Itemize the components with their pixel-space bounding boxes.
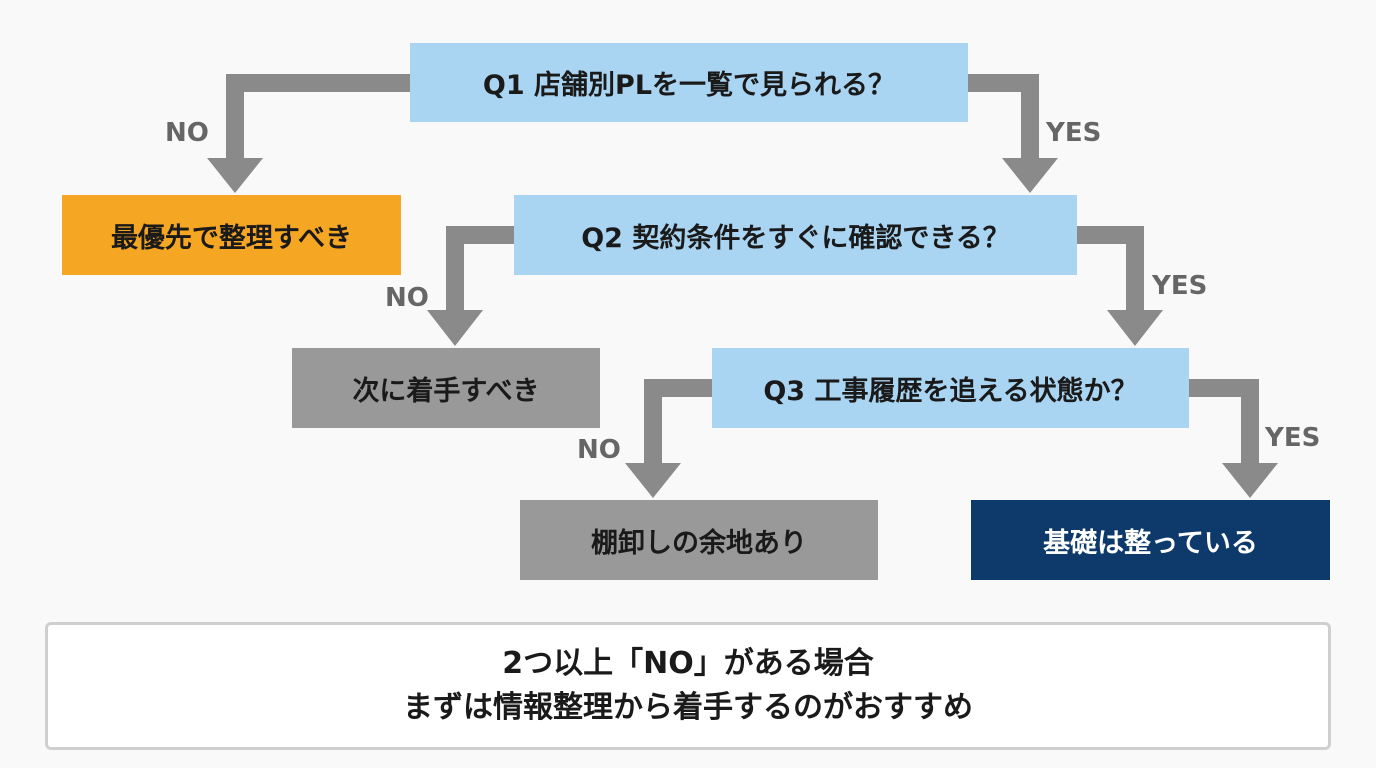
arrowhead-icon <box>1002 158 1058 193</box>
q2-no-connector <box>446 226 516 312</box>
yes-label: YES <box>1046 118 1102 148</box>
q2-yes-connector <box>1075 226 1144 312</box>
result-foundation-ready: 基礎は整っている <box>971 500 1330 580</box>
note-line-2: まずは情報整理から着手するのがおすすめ <box>403 690 973 725</box>
no-label: NO <box>165 118 209 148</box>
arrowhead-icon <box>1222 463 1278 498</box>
note-line-1: 2つ以上「NO」がある場合 <box>502 646 874 681</box>
yes-label: YES <box>1265 423 1321 453</box>
no-label: NO <box>577 435 621 465</box>
result-top-priority: 最優先で整理すべき <box>62 195 401 275</box>
question-3-box: Q3 工事履歴を追える状態か？ <box>712 348 1189 428</box>
q3-no-connector <box>644 379 714 465</box>
no-label: NO <box>385 283 429 313</box>
arrowhead-icon <box>625 463 681 498</box>
recommendation-note: 2つ以上「NO」がある場合 まずは情報整理から着手するのがおすすめ <box>45 622 1331 750</box>
question-1-box: Q1 店舗別PLを一覧で見られる？ <box>410 43 968 122</box>
result-next: 次に着手すべき <box>292 348 600 428</box>
result-inventory: 棚卸しの余地あり <box>520 500 878 580</box>
question-2-box: Q2 契約条件をすぐに確認できる？ <box>514 195 1077 275</box>
arrowhead-icon <box>1107 310 1163 346</box>
arrowhead-icon <box>427 310 483 346</box>
q3-yes-connector <box>1187 379 1259 465</box>
q1-no-connector <box>226 74 412 160</box>
arrowhead-icon <box>207 158 263 193</box>
q1-yes-connector <box>966 74 1039 160</box>
yes-label: YES <box>1152 271 1208 301</box>
